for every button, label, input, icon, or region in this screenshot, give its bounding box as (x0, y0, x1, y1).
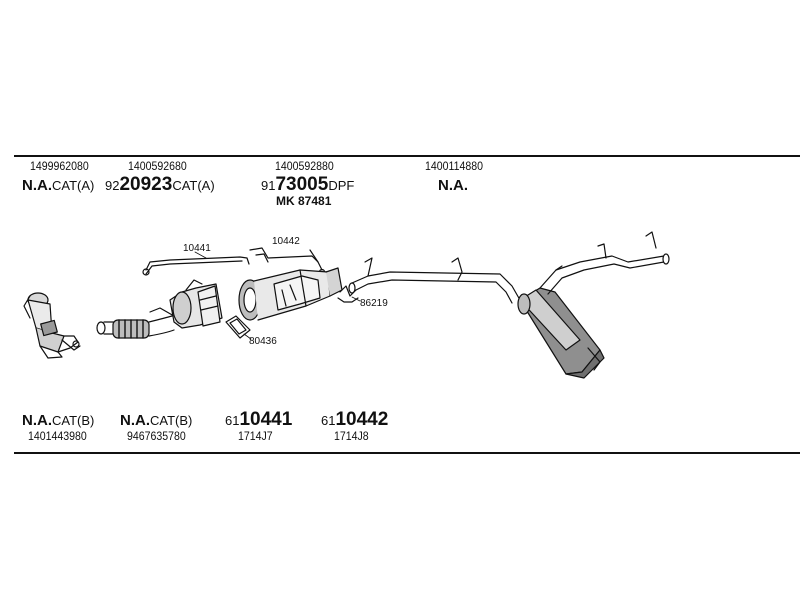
part-code-1-suffix: CAT(A) (52, 178, 95, 193)
part-code-5-main: N.A. (22, 412, 52, 429)
catalyst-a-part (169, 279, 223, 329)
part-number-1: 1499962080 (30, 159, 89, 173)
part-code-3-main: 73005 (275, 174, 329, 195)
part-code-2-prefix: 92 (105, 178, 120, 193)
part-number-5: 1401443980 (28, 429, 87, 443)
part-number-8: 1714J8 (334, 429, 369, 443)
tail-pipe-part (539, 231, 670, 295)
part-code-5-suffix: CAT(B) (52, 413, 95, 428)
part-number-4: 1400114880 (425, 159, 483, 173)
part-code-2: 9220923CAT(A) (105, 175, 215, 194)
part-code-1-main: N.A. (22, 177, 52, 194)
part-code-2-main: 20923 (119, 174, 173, 195)
part-number-7: 1714J7 (238, 429, 273, 443)
part-code-5: N.A.CAT(B) (22, 413, 94, 428)
part-code-7: 6110441 (225, 410, 292, 429)
flex-pipe-part (96, 307, 175, 339)
callout-10442: 10442 (272, 236, 300, 247)
top-divider-line (14, 155, 800, 157)
part-code-8-main: 10442 (335, 409, 389, 430)
middle-pipe-part (348, 257, 521, 304)
part-code-7-prefix: 61 (225, 413, 240, 428)
catalyst-b-part (23, 292, 81, 359)
part-number-2: 1400592680 (128, 159, 187, 173)
part-code-3-prefix: 91 (261, 178, 276, 193)
part-code-3: 9173005DPF (261, 175, 354, 194)
part-code-6: N.A.CAT(B) (120, 413, 192, 428)
gasket-80436-part (225, 315, 252, 340)
part-code-3-suffix: DPF (328, 178, 355, 193)
part-number-3: 1400592880 (275, 159, 334, 173)
part-extra-3: MK 87481 (276, 194, 332, 208)
bracket-10441-part (142, 251, 250, 276)
part-number-6: 9467635780 (127, 429, 186, 443)
callout-80436: 80436 (249, 336, 277, 347)
part-code-4: N.A. (438, 177, 468, 194)
part-code-6-suffix: CAT(B) (150, 413, 193, 428)
dpf-part (238, 267, 343, 321)
part-code-7-main: 10441 (239, 409, 293, 430)
callout-86219: 86219 (360, 298, 388, 309)
part-code-2-suffix: CAT(A) (172, 178, 215, 193)
callout-10441: 10441 (183, 243, 211, 254)
part-code-6-main: N.A. (120, 412, 150, 429)
rear-silencer-part (517, 287, 605, 379)
part-code-1: N.A.CAT(A) (22, 178, 94, 193)
part-code-8-prefix: 61 (321, 413, 336, 428)
part-code-8: 6110442 (321, 410, 388, 429)
bottom-divider-line (14, 452, 800, 454)
